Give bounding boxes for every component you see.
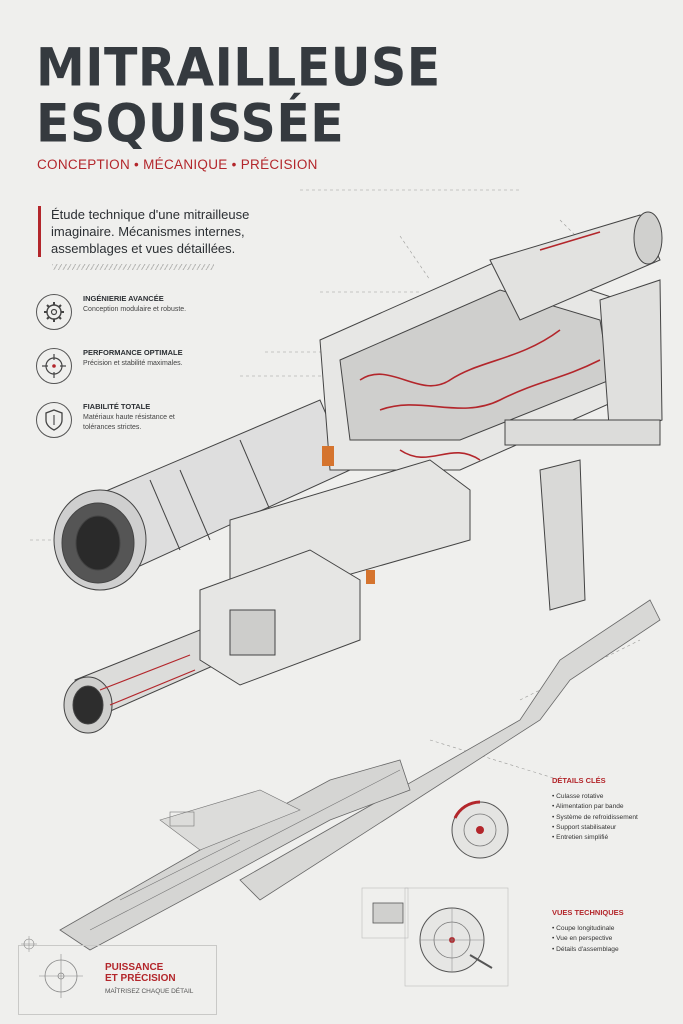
intro-text: Étude technique d'une mitrailleuse imagi… [38, 206, 291, 257]
feature-engineering: INGÉNIERIE AVANCÉE Conception modulaire … [36, 294, 256, 334]
tech-views-panel: VUES TECHNIQUES Coupe longitudinale Vue … [552, 908, 677, 955]
list-item: Culasse rotative [552, 792, 677, 802]
gear-icon [36, 294, 72, 330]
subtitle: CONCEPTION • MÉCANIQUE • PRÉCISION [37, 157, 318, 172]
feature-title: FIABILITÉ TOTALE [83, 402, 151, 411]
crosshair-icon [21, 936, 83, 998]
feature-desc: Précision et stabilité maximales. [83, 360, 183, 367]
power-badge: PUISSANCE ET PRÉCISION MAÎTRISEZ CHAQUE … [18, 936, 217, 1015]
page-title: MITRAILLEUSE ESQUISSÉE [36, 36, 456, 155]
power-title-line-2: ET PRÉCISION [105, 973, 176, 984]
list-item: Alimentation par bande [552, 802, 677, 812]
feature-desc: Conception modulaire et robuste. [83, 306, 187, 313]
power-title-line-1: PUISSANCE [105, 962, 164, 973]
feature-performance: PERFORMANCE OPTIMALE Précision et stabil… [36, 348, 256, 388]
list-item: Entretien simplifié [552, 833, 677, 843]
feature-reliability: FIABILITÉ TOTALE Matériaux haute résista… [36, 402, 256, 442]
list-item: Système de refroidissement [552, 813, 677, 823]
key-details-title: DÉTAILS CLÉS [552, 776, 606, 785]
tech-views-title: VUES TECHNIQUES [552, 908, 624, 917]
list-item: Coupe longitudinale [552, 924, 677, 934]
list-item: Vue en perspective [552, 934, 677, 944]
feature-desc: Matériaux haute résistance et tolérances… [83, 414, 175, 431]
title-line-1: MITRAILLEUSE [36, 36, 441, 99]
feature-title: PERFORMANCE OPTIMALE [83, 348, 183, 357]
title-line-2: ESQUISSÉE [36, 92, 345, 155]
list-item: Détails d'assemblage [552, 945, 677, 955]
power-title: PUISSANCE ET PRÉCISION [105, 962, 176, 984]
key-details-panel: DÉTAILS CLÉS Culasse rotative Alimentati… [552, 776, 677, 843]
crosshair-icon [36, 348, 72, 384]
list-item: Support stabilisateur [552, 823, 677, 833]
shield-icon [36, 402, 72, 438]
power-tagline: MAÎTRISEZ CHAQUE DÉTAIL [105, 988, 194, 995]
hatch-divider [52, 264, 214, 270]
feature-title: INGÉNIERIE AVANCÉE [83, 294, 164, 303]
